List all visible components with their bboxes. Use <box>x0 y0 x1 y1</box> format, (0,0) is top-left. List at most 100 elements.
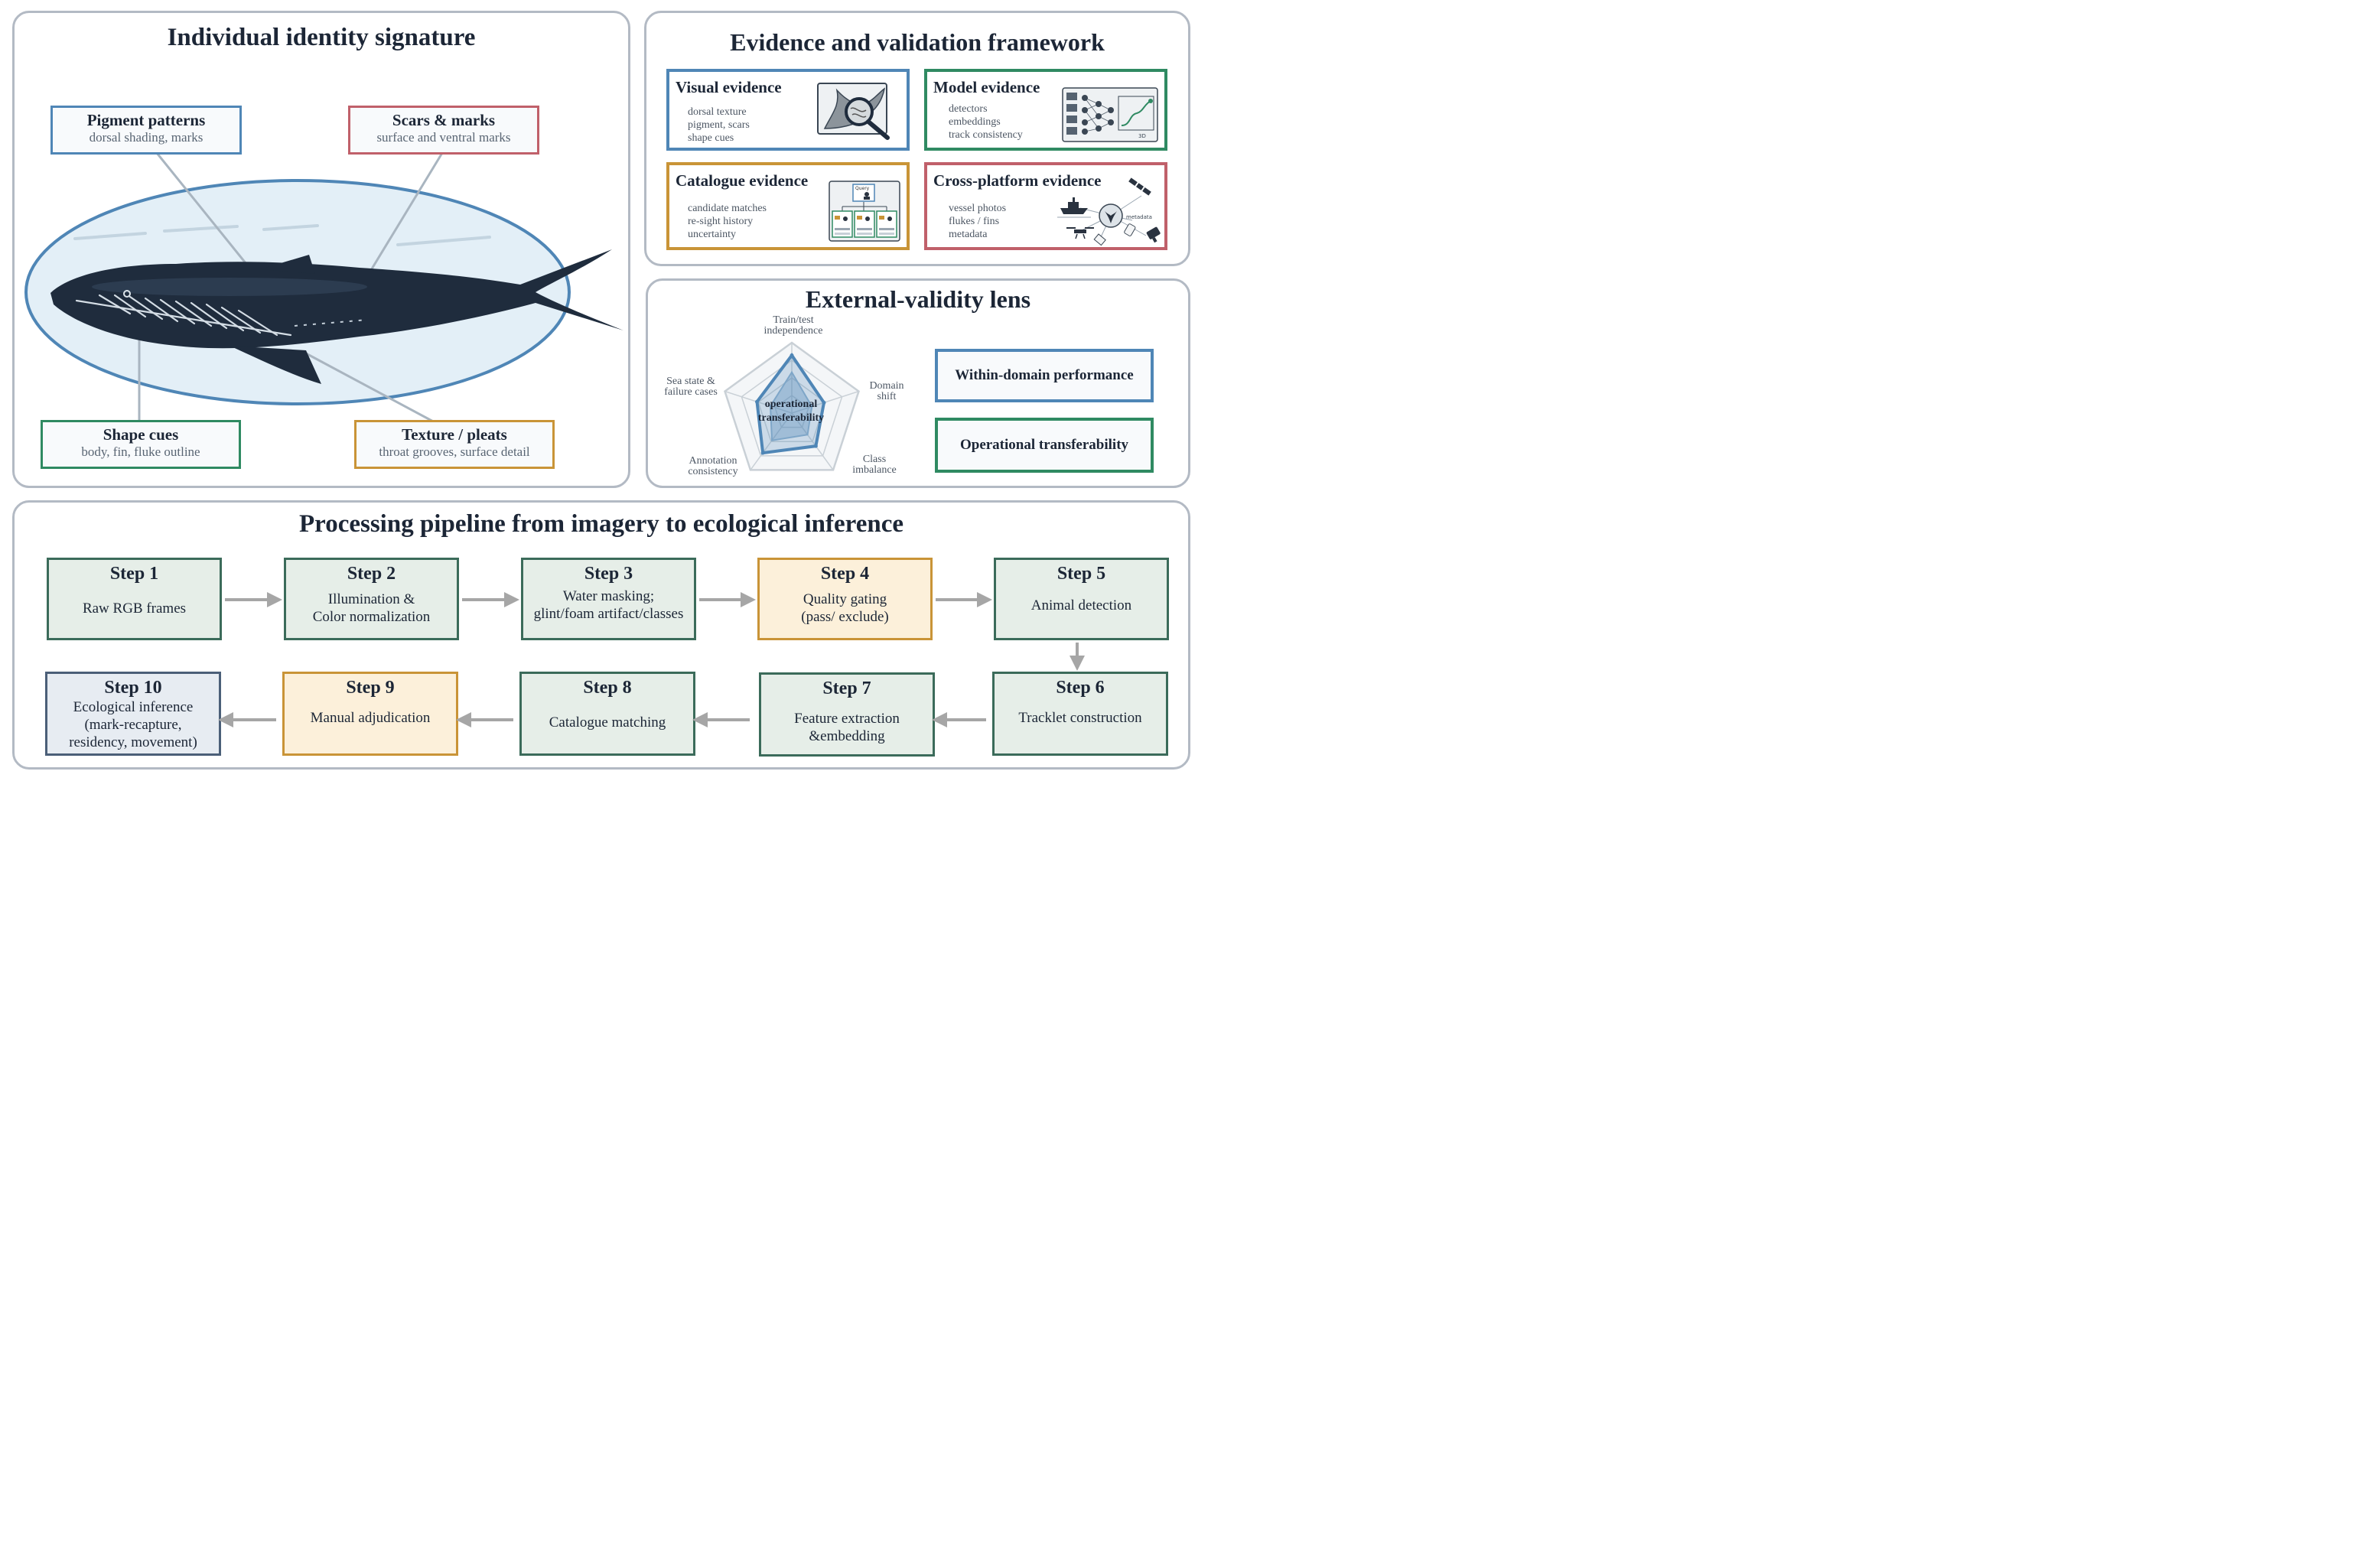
metadata-tag-label: metadata <box>1126 214 1152 220</box>
radar-axis-label-0: Train/test independence <box>748 315 838 337</box>
visual-evidence-lines: dorsal texture pigment, scars shape cues <box>688 106 750 145</box>
radar-center-label: operational transferability <box>742 398 840 425</box>
step-4-line-1: Quality gating <box>803 591 887 607</box>
cross-platform-evidence-lines: vessel photos flukes / fins metadata <box>949 202 1006 241</box>
cross-line-2: flukes / fins <box>949 216 1000 227</box>
model-line-3: track consistency <box>949 129 1023 141</box>
catalogue-tree-icon: Query <box>829 181 900 242</box>
step-10-line-3: residency, movement) <box>69 734 197 750</box>
radar-axis-2-line-1: Class <box>862 454 887 465</box>
step-2: Step 2 Illumination & Color normalizatio… <box>284 558 459 640</box>
step-9: Step 9 Manual adjudication <box>282 672 458 756</box>
catalogue-line-3: uncertainty <box>688 229 736 240</box>
step-1: Step 1 Raw RGB frames <box>47 558 222 640</box>
pigment-patterns-label: Pigment patterns dorsal shading, marks <box>50 106 242 155</box>
radar-axis-0-line-2: independence <box>763 325 823 337</box>
step-6: Step 6 Tracklet construction <box>992 672 1168 756</box>
cross-platform-evidence-card: Cross-platform evidence vessel photos fl… <box>924 162 1167 250</box>
step-9-line-1: Manual adjudication <box>310 710 431 726</box>
step-3: Step 3 Water masking; glint/foam artifac… <box>521 558 696 640</box>
step-10-title: Step 10 <box>104 678 162 698</box>
catalogue-line-2: re-sight history <box>688 216 754 227</box>
photo-tag-icon <box>1093 233 1106 246</box>
pigment-patterns-title: Pigment patterns <box>86 111 206 129</box>
radar-outer-polygon <box>755 353 826 455</box>
whale-illustration <box>24 152 623 425</box>
step-10-line-1: Ecological inference <box>73 699 194 715</box>
identity-title: Individual identity signature <box>167 24 476 51</box>
platform-network-icon: metadata <box>1057 177 1161 246</box>
model-evidence-card: Model evidence detectors embeddings trac… <box>924 69 1167 151</box>
radar-axis-label-3: Annotation consistency <box>667 456 759 477</box>
drone-icon <box>1066 227 1094 239</box>
step-5-line-1: Animal detection <box>1030 597 1132 613</box>
step-1-line-1: Raw RGB frames <box>82 600 187 617</box>
radar-axis-2-line-2: imbalance <box>852 464 897 476</box>
step-9-title: Step 9 <box>346 678 395 698</box>
radar-axis-0-line-1: Train/test <box>773 314 814 326</box>
step-7: Step 7 Feature extraction &embedding <box>759 672 935 757</box>
step-8-line-1: Catalogue matching <box>549 714 666 731</box>
tag-icon <box>1124 223 1136 236</box>
step-6-title: Step 6 <box>1056 678 1105 698</box>
step-10: Step 10 Ecological inference (mark-recap… <box>45 672 221 756</box>
within-domain-legend: Within-domain performance <box>935 349 1154 402</box>
validity-title: External-validity lens <box>805 285 1031 313</box>
whale-silhouette <box>50 249 623 384</box>
radar-grid-ring-3 <box>774 395 809 428</box>
step-4: Step 4 Quality gating (pass/ exclude) <box>757 558 933 640</box>
visual-evidence-title: Visual evidence <box>676 78 782 96</box>
camera-icon <box>1146 226 1161 243</box>
catalogue-query-label: Query <box>855 186 870 191</box>
magnified-fluke-icon <box>817 83 890 140</box>
radar-point-1 <box>822 400 826 405</box>
radar-spoke-3 <box>750 412 793 470</box>
radar-axis-label-4: Sea state & failure cases <box>652 376 730 398</box>
step-5-title: Step 5 <box>1057 564 1106 584</box>
radar-axis-4-line-1: Sea state & <box>666 376 715 387</box>
model-icon-3d-label: 3D <box>1138 133 1146 139</box>
radar-axis-3-line-2: consistency <box>688 466 738 477</box>
shape-cues-label: Shape cues body, fin, fluke outline <box>41 420 241 469</box>
step-2-title: Step 2 <box>347 564 396 584</box>
radar-axis-1-line-2: shift <box>877 391 897 402</box>
step-1-title: Step 1 <box>109 564 159 584</box>
radar-axis-1-line-1: Domain <box>869 380 904 392</box>
radar-point-3 <box>760 451 765 455</box>
step-2-line-1: Illumination & <box>327 591 415 607</box>
step-7-line-1: Feature extraction <box>794 711 900 727</box>
step-3-line-1: Water masking; <box>562 588 655 604</box>
radar-spoke-2 <box>791 412 834 470</box>
model-evidence-lines: detectors embeddings track consistency <box>949 103 1023 142</box>
step-6-line-1: Tracklet construction <box>1018 710 1142 726</box>
step-3-line-2: glint/foam artifact/classes <box>533 606 684 622</box>
texture-pleats-label: Texture / pleats throat grooves, surface… <box>354 420 555 469</box>
step-8-title: Step 8 <box>583 678 632 698</box>
step-5: Step 5 Animal detection <box>994 558 1169 640</box>
radar-grid-ring-1 <box>741 360 843 457</box>
step-7-title: Step 7 <box>822 679 871 698</box>
catalogue-evidence-card: Catalogue evidence candidate matches re-… <box>666 162 910 250</box>
step-4-line-2: (pass/ exclude) <box>801 609 889 625</box>
catalogue-evidence-lines: candidate matches re-sight history uncer… <box>688 202 767 241</box>
radar-axis-label-1: Domain shift <box>860 381 913 402</box>
catalogue-line-1: candidate matches <box>688 203 767 214</box>
radar-point-2 <box>813 444 818 448</box>
pigment-patterns-sub: dorsal shading, marks <box>89 130 203 145</box>
satellite-icon <box>1128 177 1151 196</box>
leader-lines <box>138 152 444 425</box>
radar-point-0 <box>790 353 794 358</box>
texture-pleats-sub: throat grooves, surface detail <box>379 444 530 459</box>
radar-center-line-1: operational <box>764 399 818 410</box>
model-line-1: detectors <box>949 103 988 115</box>
model-line-2: embeddings <box>949 116 1001 128</box>
radar-point-4 <box>755 399 760 404</box>
radar-inner-polygon <box>769 370 813 441</box>
cross-line-3: metadata <box>949 229 988 240</box>
shape-cues-title: Shape cues <box>103 425 179 444</box>
visual-line-3: shape cues <box>688 132 734 144</box>
shape-cues-sub: body, fin, fluke outline <box>81 444 200 459</box>
neural-network-icon: 3D <box>1062 87 1158 142</box>
radar-axis-label-2: Class imbalance <box>840 454 909 476</box>
visual-evidence-card: Visual evidence dorsal texture pigment, … <box>666 69 910 151</box>
